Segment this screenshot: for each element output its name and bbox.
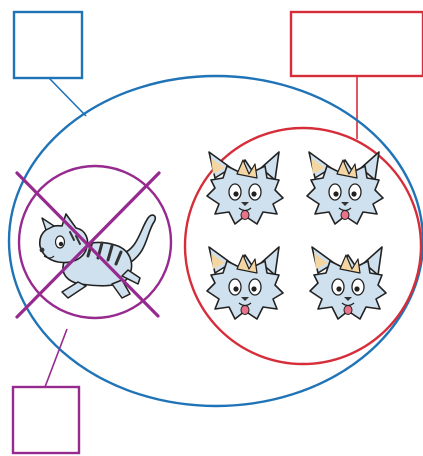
kitten-face-icon: [207, 152, 283, 224]
total-set-pointer-line: [49, 78, 86, 116]
kitten-face-icon: [207, 247, 283, 319]
kitten-face-icon: [310, 247, 386, 319]
subset-one-label-box[interactable]: [291, 12, 423, 76]
kitten-face-icon: [307, 152, 383, 224]
total-set-label-box[interactable]: [14, 12, 82, 78]
subset-two-label-box[interactable]: [13, 387, 79, 453]
